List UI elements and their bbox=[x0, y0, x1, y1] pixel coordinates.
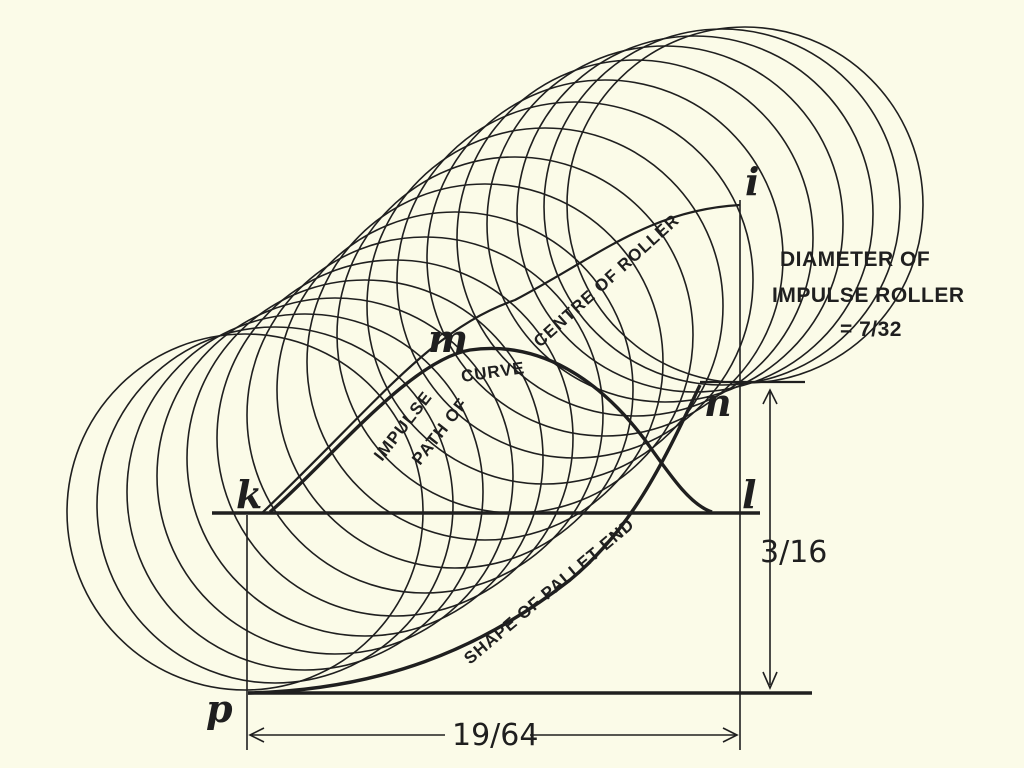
point-label-i: i bbox=[745, 159, 759, 204]
curve-label: CURVE bbox=[460, 358, 526, 386]
roller-circle bbox=[276, 211, 634, 569]
impulse-curve bbox=[268, 346, 713, 514]
roller-circle bbox=[186, 279, 544, 637]
roller-circles bbox=[66, 26, 924, 691]
roller-circle bbox=[426, 79, 784, 437]
point-label-n: n bbox=[704, 380, 732, 425]
roller-circle bbox=[366, 127, 724, 485]
point-label-m: m bbox=[428, 316, 468, 361]
roller-circle bbox=[126, 313, 484, 671]
roller-circle bbox=[516, 35, 874, 393]
roller-circle bbox=[396, 101, 754, 459]
point-label-k: k bbox=[236, 472, 262, 517]
point-label-p: p bbox=[206, 686, 233, 731]
dimension-vertical-arrow-bottom bbox=[762, 671, 778, 690]
pallet-end-curve bbox=[247, 384, 702, 695]
roller-circle bbox=[456, 59, 814, 417]
dimension-horizontal-label: 19/64 bbox=[452, 718, 538, 753]
roller-circle bbox=[156, 297, 514, 655]
dimension-horizontal-arrow-right bbox=[722, 727, 739, 743]
dimension-horizontal-arrow-left bbox=[248, 727, 265, 743]
diameter-caption-line2: IMPULSE ROLLER bbox=[772, 284, 965, 307]
roller-circle bbox=[246, 236, 604, 594]
diameter-caption-line1: DIAMETER OF bbox=[780, 248, 930, 271]
roller-circle bbox=[96, 326, 454, 684]
shape-of-pallet-end-label: SHAPE OF PALLET END bbox=[460, 515, 638, 668]
dimension-vertical-arrow-top bbox=[762, 388, 778, 405]
path-of-centre-curve bbox=[261, 203, 741, 514]
roller-circle bbox=[306, 183, 664, 541]
roller-circle bbox=[216, 259, 574, 617]
point-label-l: l bbox=[742, 472, 756, 517]
diameter-caption-line3: = 7/32 bbox=[840, 318, 902, 341]
dimension-vertical-label: 3/16 bbox=[760, 535, 827, 570]
